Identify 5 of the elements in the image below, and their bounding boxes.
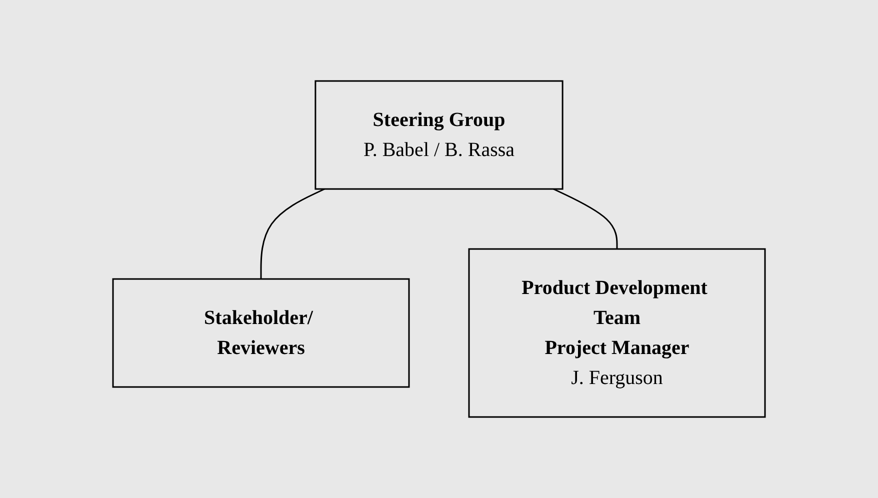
node-box: Stakeholder/ Reviewers <box>112 278 410 388</box>
node-box: Product Development Team Project Manager J. Ferguson <box>468 248 766 418</box>
node-box: Steering Group P. Babel / B. Rassa <box>314 80 564 190</box>
connector <box>260 188 325 279</box>
connector <box>553 188 618 249</box>
